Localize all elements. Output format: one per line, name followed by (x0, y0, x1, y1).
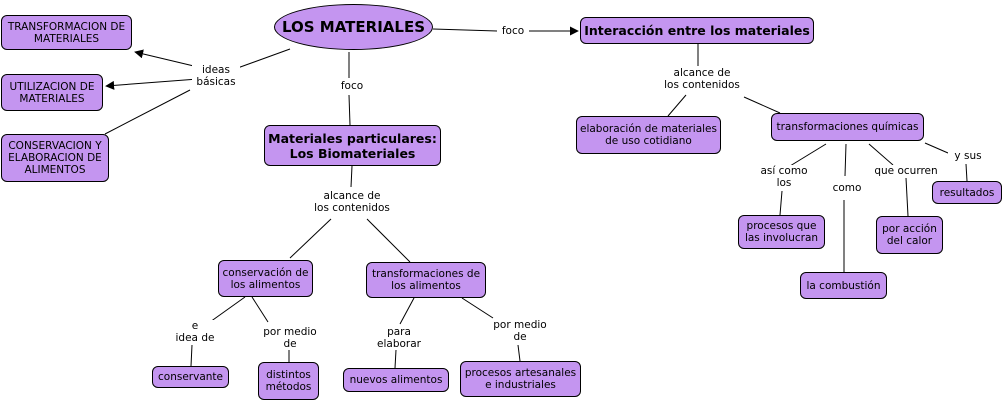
connector-line (394, 349, 397, 369)
connector-line (366, 218, 411, 263)
link-label-alcance-contenidos: alcance de los contenidos (308, 190, 396, 214)
link-label-y-sus: y sus (948, 150, 988, 162)
connector-line (251, 296, 269, 323)
concept-procesos-involucran[interactable]: procesos que las involucran (738, 215, 825, 249)
concept-interaccion-materiales[interactable]: Interacción entre los materiales (580, 17, 814, 44)
concept-distintos-metodos[interactable]: distintos métodos (258, 362, 319, 400)
connector-line (905, 177, 909, 217)
concept-conservacion-elaboracion[interactable]: CONSERVACION Y ELABORACION DE ALIMENTOS (1, 134, 109, 182)
connector-line (924, 142, 949, 154)
connector-line (789, 143, 827, 167)
link-label-por-medio-de: por medio de (489, 319, 551, 343)
link-label-ideas-basicas: ideas básicas (192, 64, 240, 88)
link-label-asi-como-los: así como los (756, 165, 812, 189)
link-label-para-elaborar: para elaborar (372, 326, 426, 350)
connector-line (348, 94, 351, 126)
connector-line (432, 28, 498, 32)
concept-conservacion-alimentos[interactable]: conservación de los alimentos (218, 260, 313, 297)
connector-line (743, 96, 781, 114)
link-label-alcance-contenidos: alcance de los contenidos (658, 67, 746, 91)
concept-conservante[interactable]: conservante (152, 366, 229, 388)
link-label-e-idea-de: e idea de (170, 320, 220, 344)
connector-line (190, 344, 193, 367)
link-label-como: como (828, 182, 866, 194)
connector-line (517, 344, 521, 362)
connector-line (399, 297, 415, 325)
arrow-connector (105, 78, 199, 90)
connector-line (231, 48, 291, 71)
link-label-foco: foco (336, 80, 368, 92)
connector-line (461, 297, 494, 319)
concept-transformacion-materiales[interactable]: TRANSFORMACION DE MATERIALES (1, 15, 132, 50)
concept-transformaciones-quimicas[interactable]: transformaciones químicas (771, 113, 924, 141)
connector-line (104, 89, 191, 135)
connector-line (965, 163, 968, 182)
arrow-connector (134, 49, 199, 68)
connector-line (779, 190, 783, 216)
concept-resultados[interactable]: resultados (932, 181, 1002, 204)
concept-procesos-artesanales[interactable]: procesos artesanales e industriales (460, 361, 581, 397)
connector-line (209, 296, 246, 323)
concept-combustion[interactable]: la combustión (800, 272, 887, 299)
concept-los-materiales[interactable]: LOS MATERIALES (274, 4, 433, 50)
concept-nuevos-alimentos[interactable]: nuevos alimentos (343, 368, 449, 392)
connector-line (350, 165, 353, 188)
connector-line (844, 143, 847, 177)
link-label-foco: foco (497, 25, 529, 37)
concept-transformaciones-alimentos[interactable]: transformaciones de los alimentos (366, 262, 486, 298)
connector-line (289, 218, 332, 259)
link-label-por-medio-de: por medio de (259, 326, 321, 350)
concept-utilizacion-materiales[interactable]: UTILIZACION DE MATERIALES (1, 74, 103, 111)
concept-elaboracion-materiales[interactable]: elaboración de materiales de uso cotidia… (576, 116, 721, 154)
concept-accion-calor[interactable]: por acción del calor (876, 216, 943, 254)
concept-biomateriales[interactable]: Materiales particulares: Los Biomaterial… (264, 125, 441, 166)
connector-line (667, 94, 687, 117)
connector-line (868, 143, 894, 166)
link-label-que-ocurren: que ocurren (871, 165, 941, 177)
